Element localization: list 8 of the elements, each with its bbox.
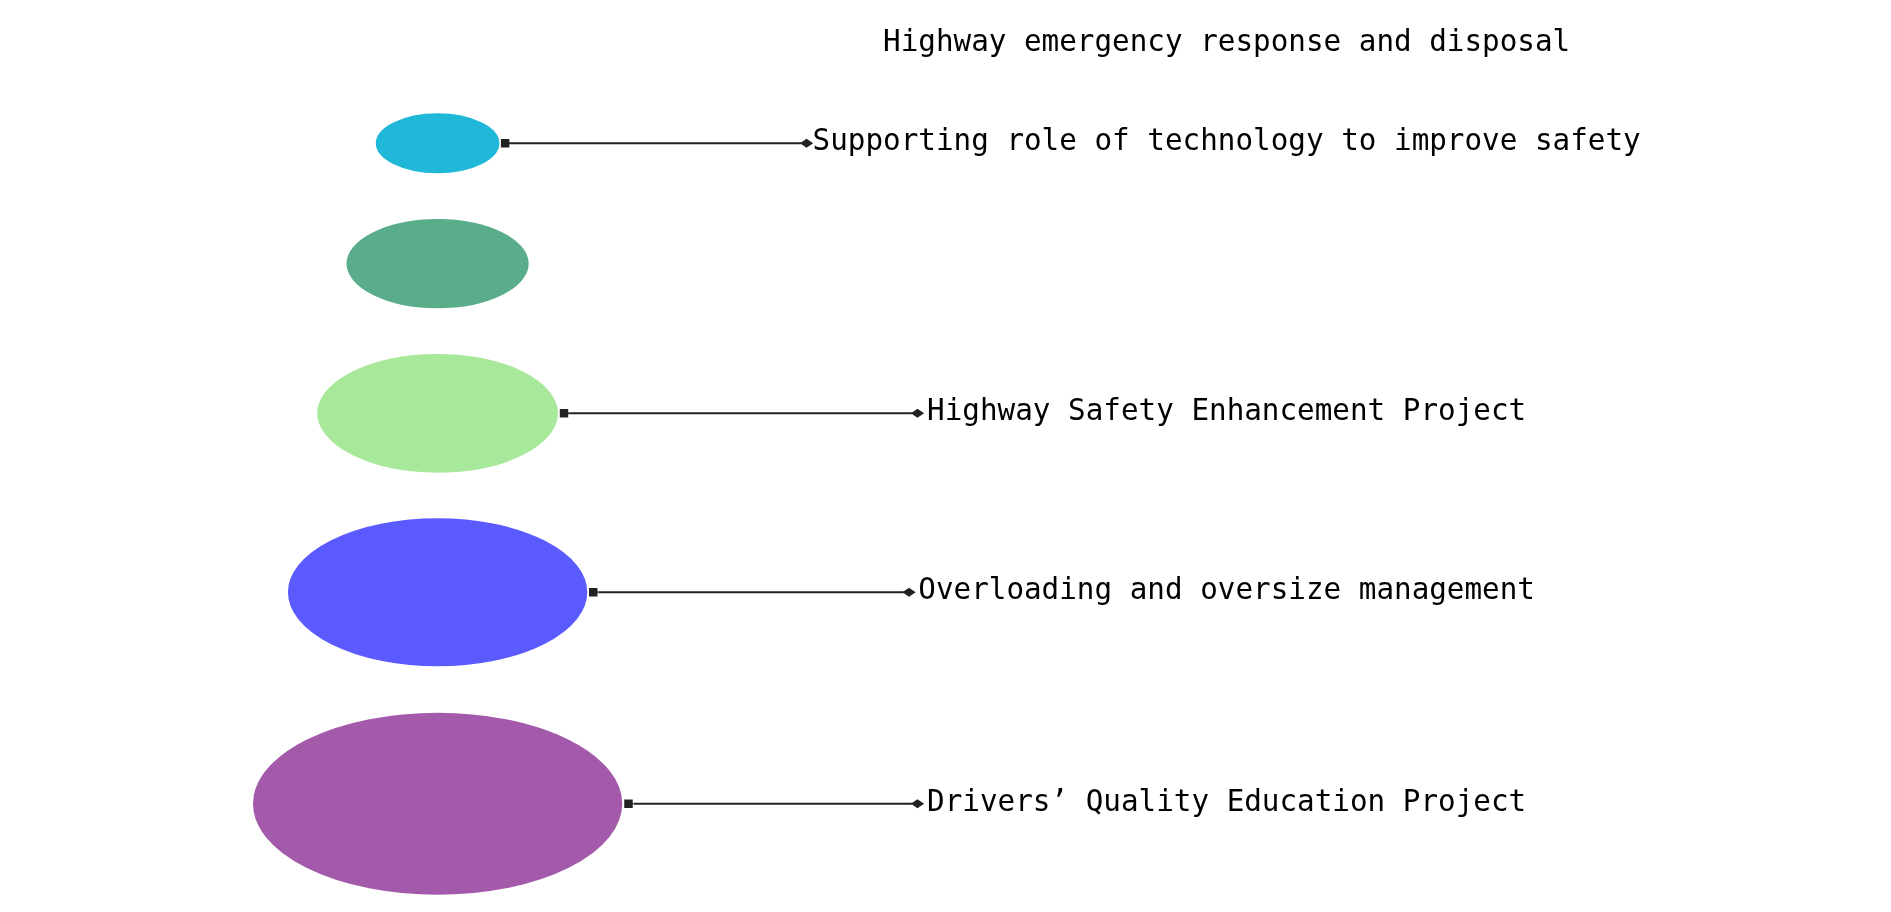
node-text: Highway Safety Enhancement Project <box>926 393 1526 428</box>
connector <box>588 587 916 597</box>
node-text: Supporting role of technology to improve safety <box>812 123 1641 158</box>
connector <box>500 138 813 148</box>
node-text: Overloading and oversize management <box>917 572 1535 607</box>
connector <box>559 408 924 418</box>
label: Highway emergency response and disposal <box>882 24 1570 59</box>
node-text: Drivers’ Quality Education Project <box>926 783 1526 818</box>
